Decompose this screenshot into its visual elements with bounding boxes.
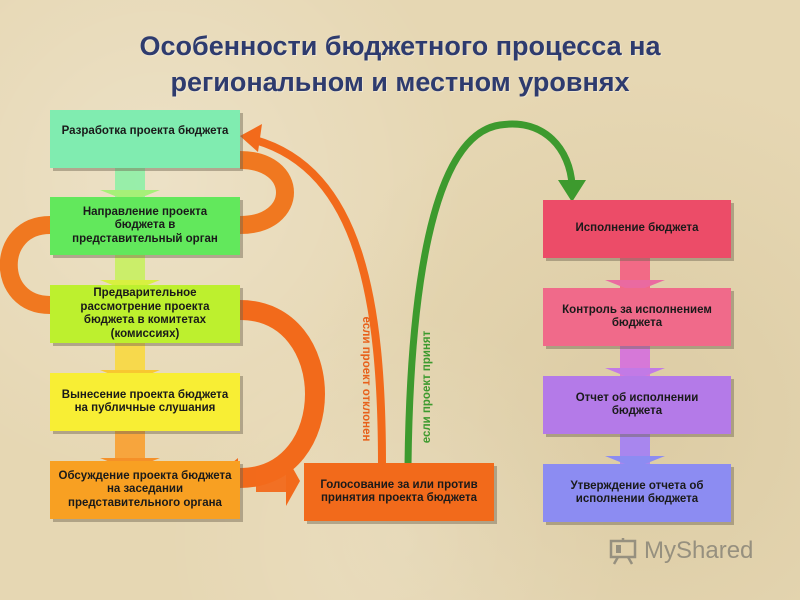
step-public-hearings: Вынесение проекта бюджета на публичные с… (50, 373, 240, 431)
step-execution-control-label: Контроль за исполнением бюджета (562, 303, 712, 330)
step-public-hearings-label: Вынесение проекта бюджета на публичные с… (61, 388, 229, 415)
step-draft-budget: Разработка проекта бюджета (50, 110, 240, 168)
step-committee-review: Предварительное рассмотрение проекта бюд… (50, 285, 240, 343)
rejected-arrow (240, 124, 386, 466)
watermark-text: MyShared (644, 537, 754, 564)
step-report-approval: Утверждение отчета об исполнении бюджета (543, 464, 731, 522)
rejected-label: если проект отклонен (360, 316, 372, 442)
title-line-2: региональном и местном уровнях (170, 67, 630, 97)
right-flow-connectors (605, 256, 665, 468)
step-budget-execution: Исполнение бюджета (543, 200, 731, 258)
title-line-1: Особенности бюджетного процесса на (139, 31, 661, 61)
step-execution-report: Отчет об исполнении бюджета (543, 376, 731, 434)
vote-box: Голосование за или против принятия проек… (304, 463, 494, 521)
accepted-arrow (404, 120, 586, 466)
step-council-discussion: Обсуждение проекта бюджета на заседании … (50, 461, 240, 519)
watermark-logo: MyShared (608, 536, 753, 566)
step-draft-budget-label: Разработка проекта бюджета (61, 125, 229, 137)
arrow-to-vote (256, 456, 300, 506)
accepted-label: если проект принят (421, 330, 433, 444)
step-send-to-council-label: Направление проекта бюджета в представит… (72, 205, 218, 245)
presentation-icon (609, 538, 637, 565)
vote-box-label: Голосование за или против принятия проек… (320, 478, 478, 505)
slide-title: Особенности бюджетного процесса на регио… (0, 28, 800, 100)
step-report-approval-label: Утверждение отчета об исполнении бюджета (570, 479, 704, 506)
step-execution-control: Контроль за исполнением бюджета (543, 288, 731, 346)
step-council-discussion-label: Обсуждение проекта бюджета на заседании … (58, 469, 232, 509)
step-committee-review-label: Предварительное рассмотрение проекта бюд… (80, 287, 210, 340)
step-send-to-council: Направление проекта бюджета в представит… (50, 197, 240, 255)
step-execution-report-label: Отчет об исполнении бюджета (575, 391, 699, 418)
step-budget-execution-label: Исполнение бюджета (575, 222, 699, 235)
